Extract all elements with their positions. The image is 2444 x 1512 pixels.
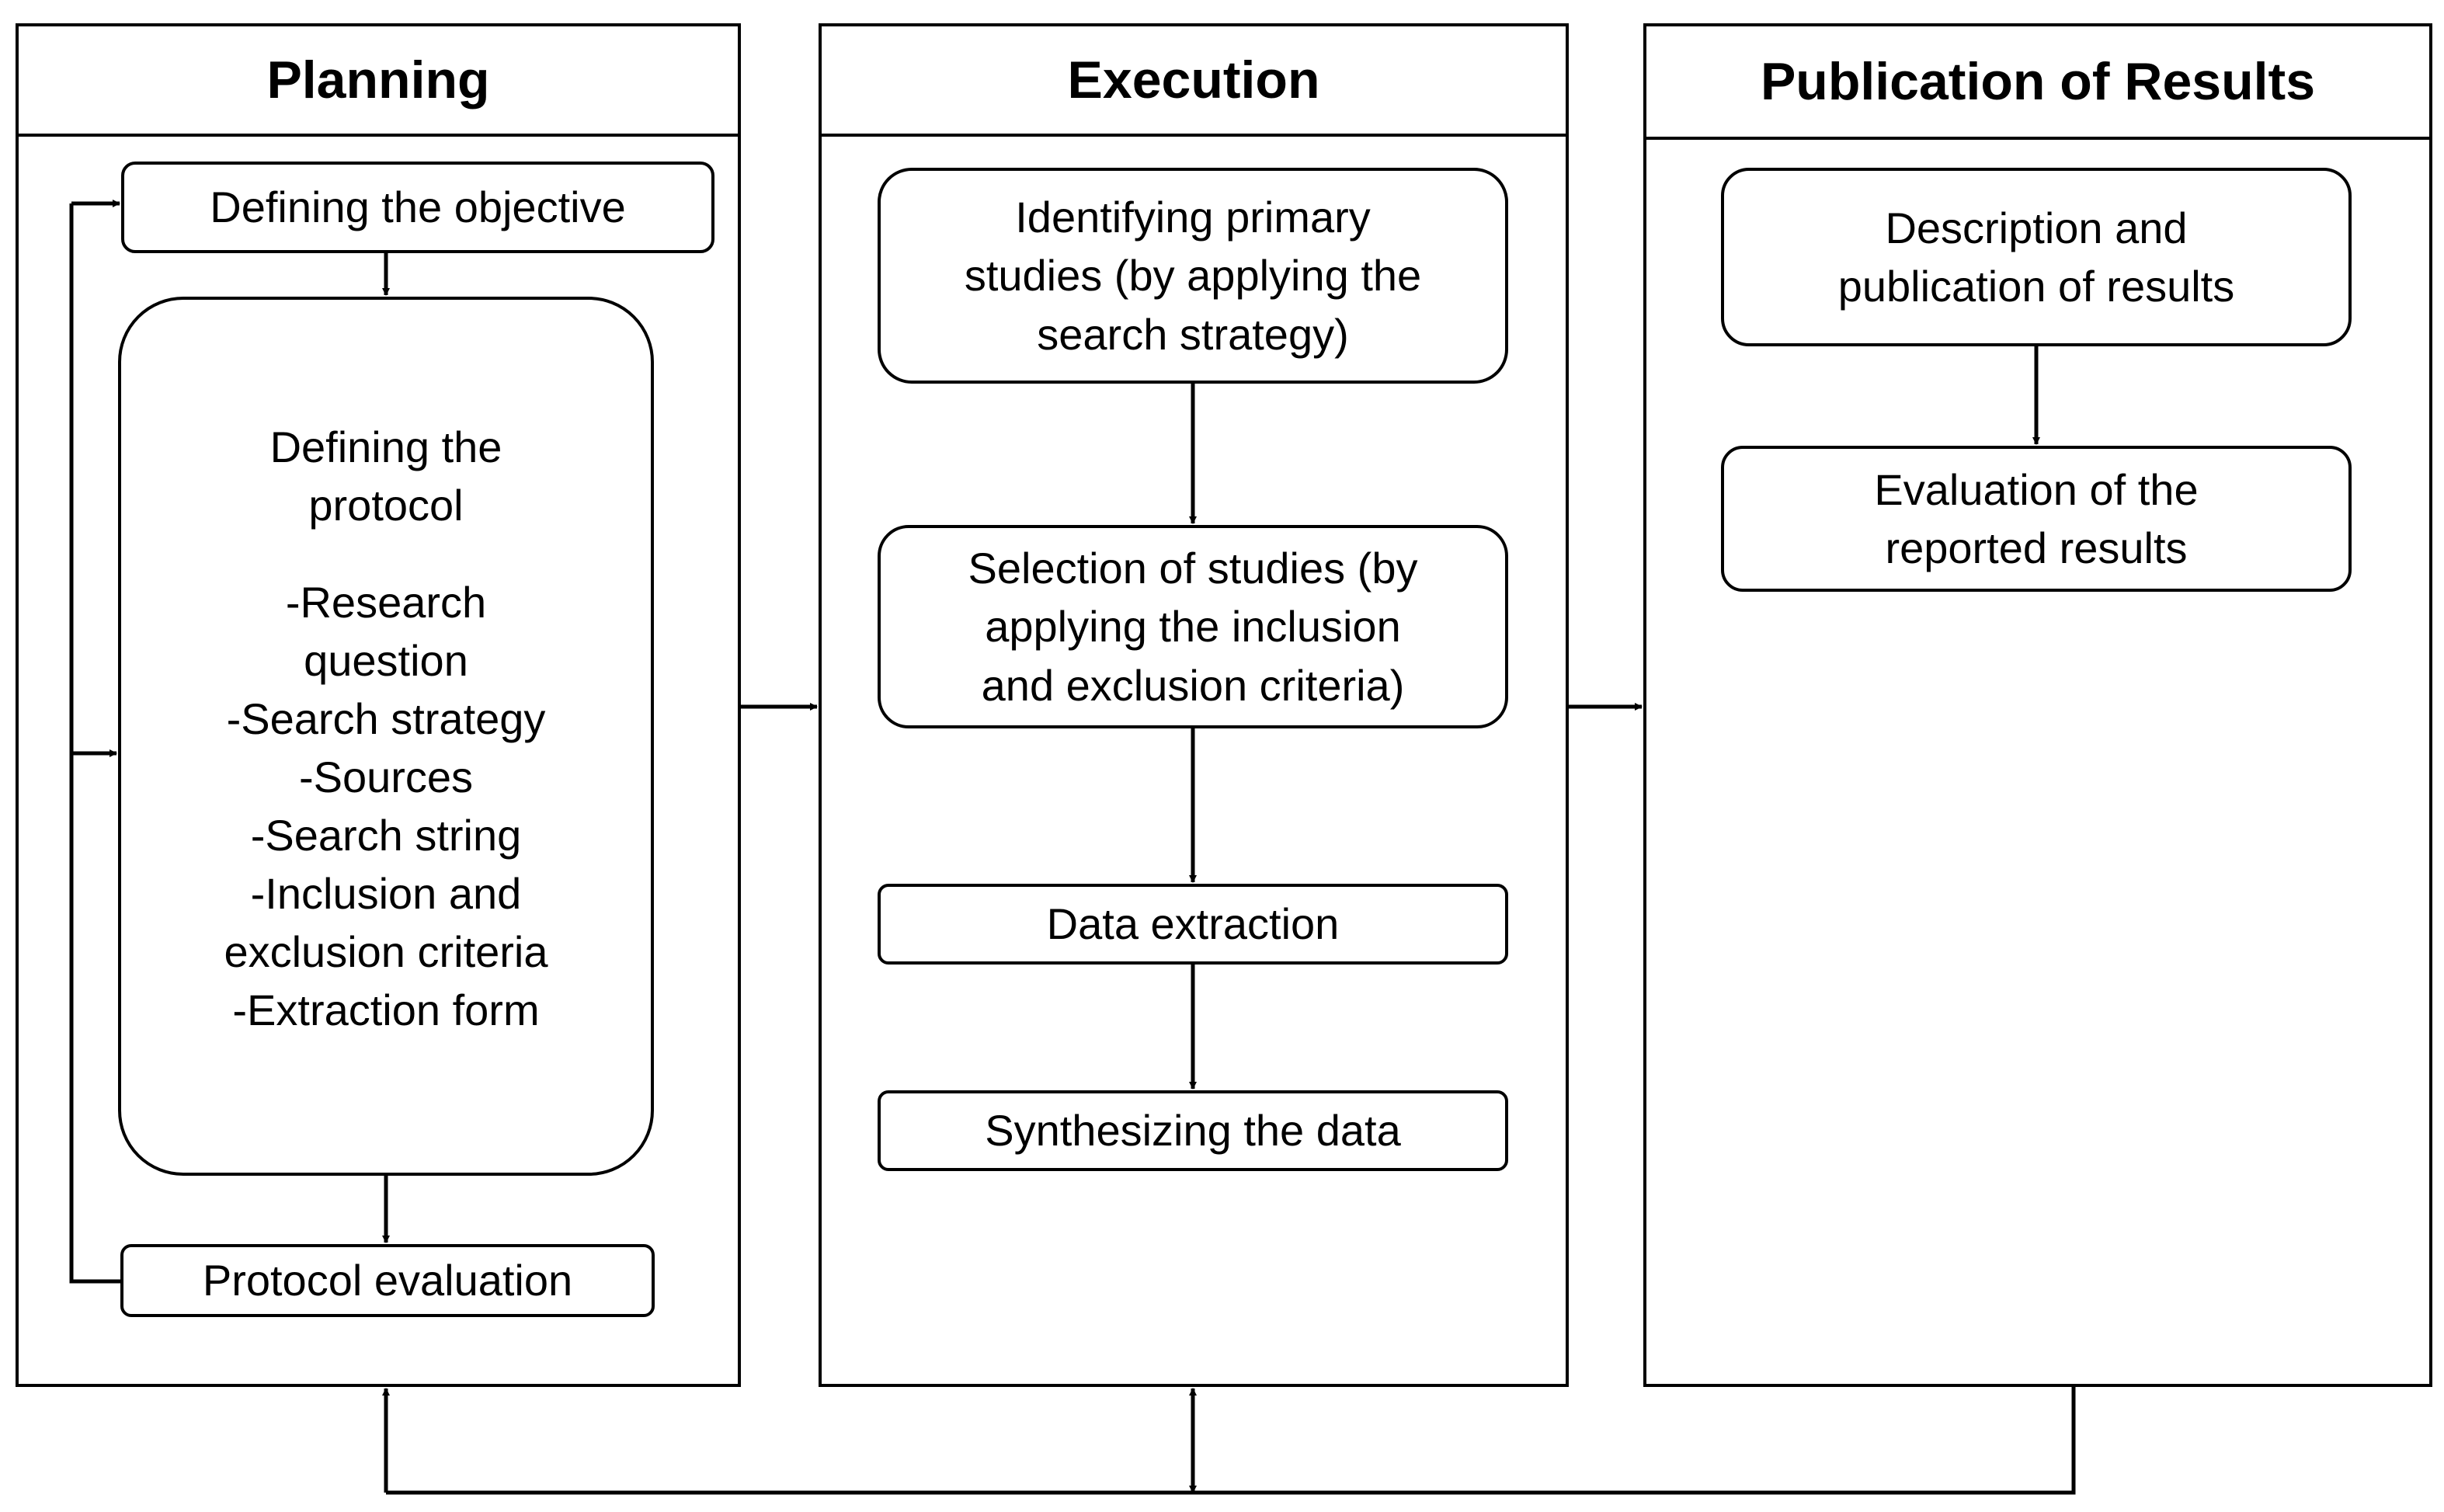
description-publication-box: Description and publication of results <box>1721 168 2352 346</box>
protocol-item: exclusion criteria <box>224 927 548 977</box>
description-publication-line: publication of results <box>1837 262 2235 311</box>
protocol-heading-line: protocol <box>308 481 464 530</box>
data-extraction-box: Data extraction <box>878 884 1508 965</box>
protocol-item: -Search strategy <box>226 694 546 744</box>
bottom-feedback-line <box>386 1387 2076 1495</box>
description-publication-line: Description and <box>1885 203 2188 252</box>
selection-studies-box: Selection of studies (by applying the in… <box>878 525 1508 728</box>
evaluation-results-box: Evaluation of the reported results <box>1721 446 2352 592</box>
protocol-item: -Sources <box>298 753 474 802</box>
identifying-studies-line: Identifying primary <box>1015 193 1371 242</box>
protocol-item: -Search string <box>250 811 522 860</box>
protocol-evaluation-label: Protocol evaluation <box>202 1256 573 1305</box>
defining-objective-label: Defining the objective <box>210 182 626 232</box>
protocol-item: -Inclusion and <box>250 869 522 919</box>
selection-studies-line: applying the inclusion <box>985 602 1401 652</box>
identifying-studies-line: search strategy) <box>1037 309 1349 359</box>
protocol-item: -Research <box>285 578 487 627</box>
synthesizing-data-label: Synthesizing the data <box>985 1106 1401 1156</box>
protocol-heading-line: Defining the <box>269 422 502 471</box>
defining-protocol-box: Defining the protocol -Research question… <box>118 297 654 1176</box>
execution-title: Execution <box>822 26 1566 137</box>
identifying-studies-line: studies (by applying the <box>964 251 1422 301</box>
protocol-item: question <box>304 636 468 686</box>
protocol-evaluation-box: Protocol evaluation <box>120 1244 655 1317</box>
protocol-item: -Extraction form <box>232 985 540 1035</box>
identifying-studies-box: Identifying primary studies (by applying… <box>878 168 1508 384</box>
publication-title: Publication of Results <box>1646 26 2429 140</box>
synthesizing-data-box: Synthesizing the data <box>878 1090 1508 1171</box>
defining-objective-box: Defining the objective <box>121 162 714 253</box>
selection-studies-line: and exclusion criteria) <box>981 660 1405 710</box>
planning-title: Planning <box>19 26 738 137</box>
selection-studies-line: Selection of studies (by <box>968 544 1418 593</box>
evaluation-results-line: reported results <box>1885 523 2188 572</box>
data-extraction-label: Data extraction <box>1046 899 1340 949</box>
evaluation-results-line: Evaluation of the <box>1874 464 2199 514</box>
